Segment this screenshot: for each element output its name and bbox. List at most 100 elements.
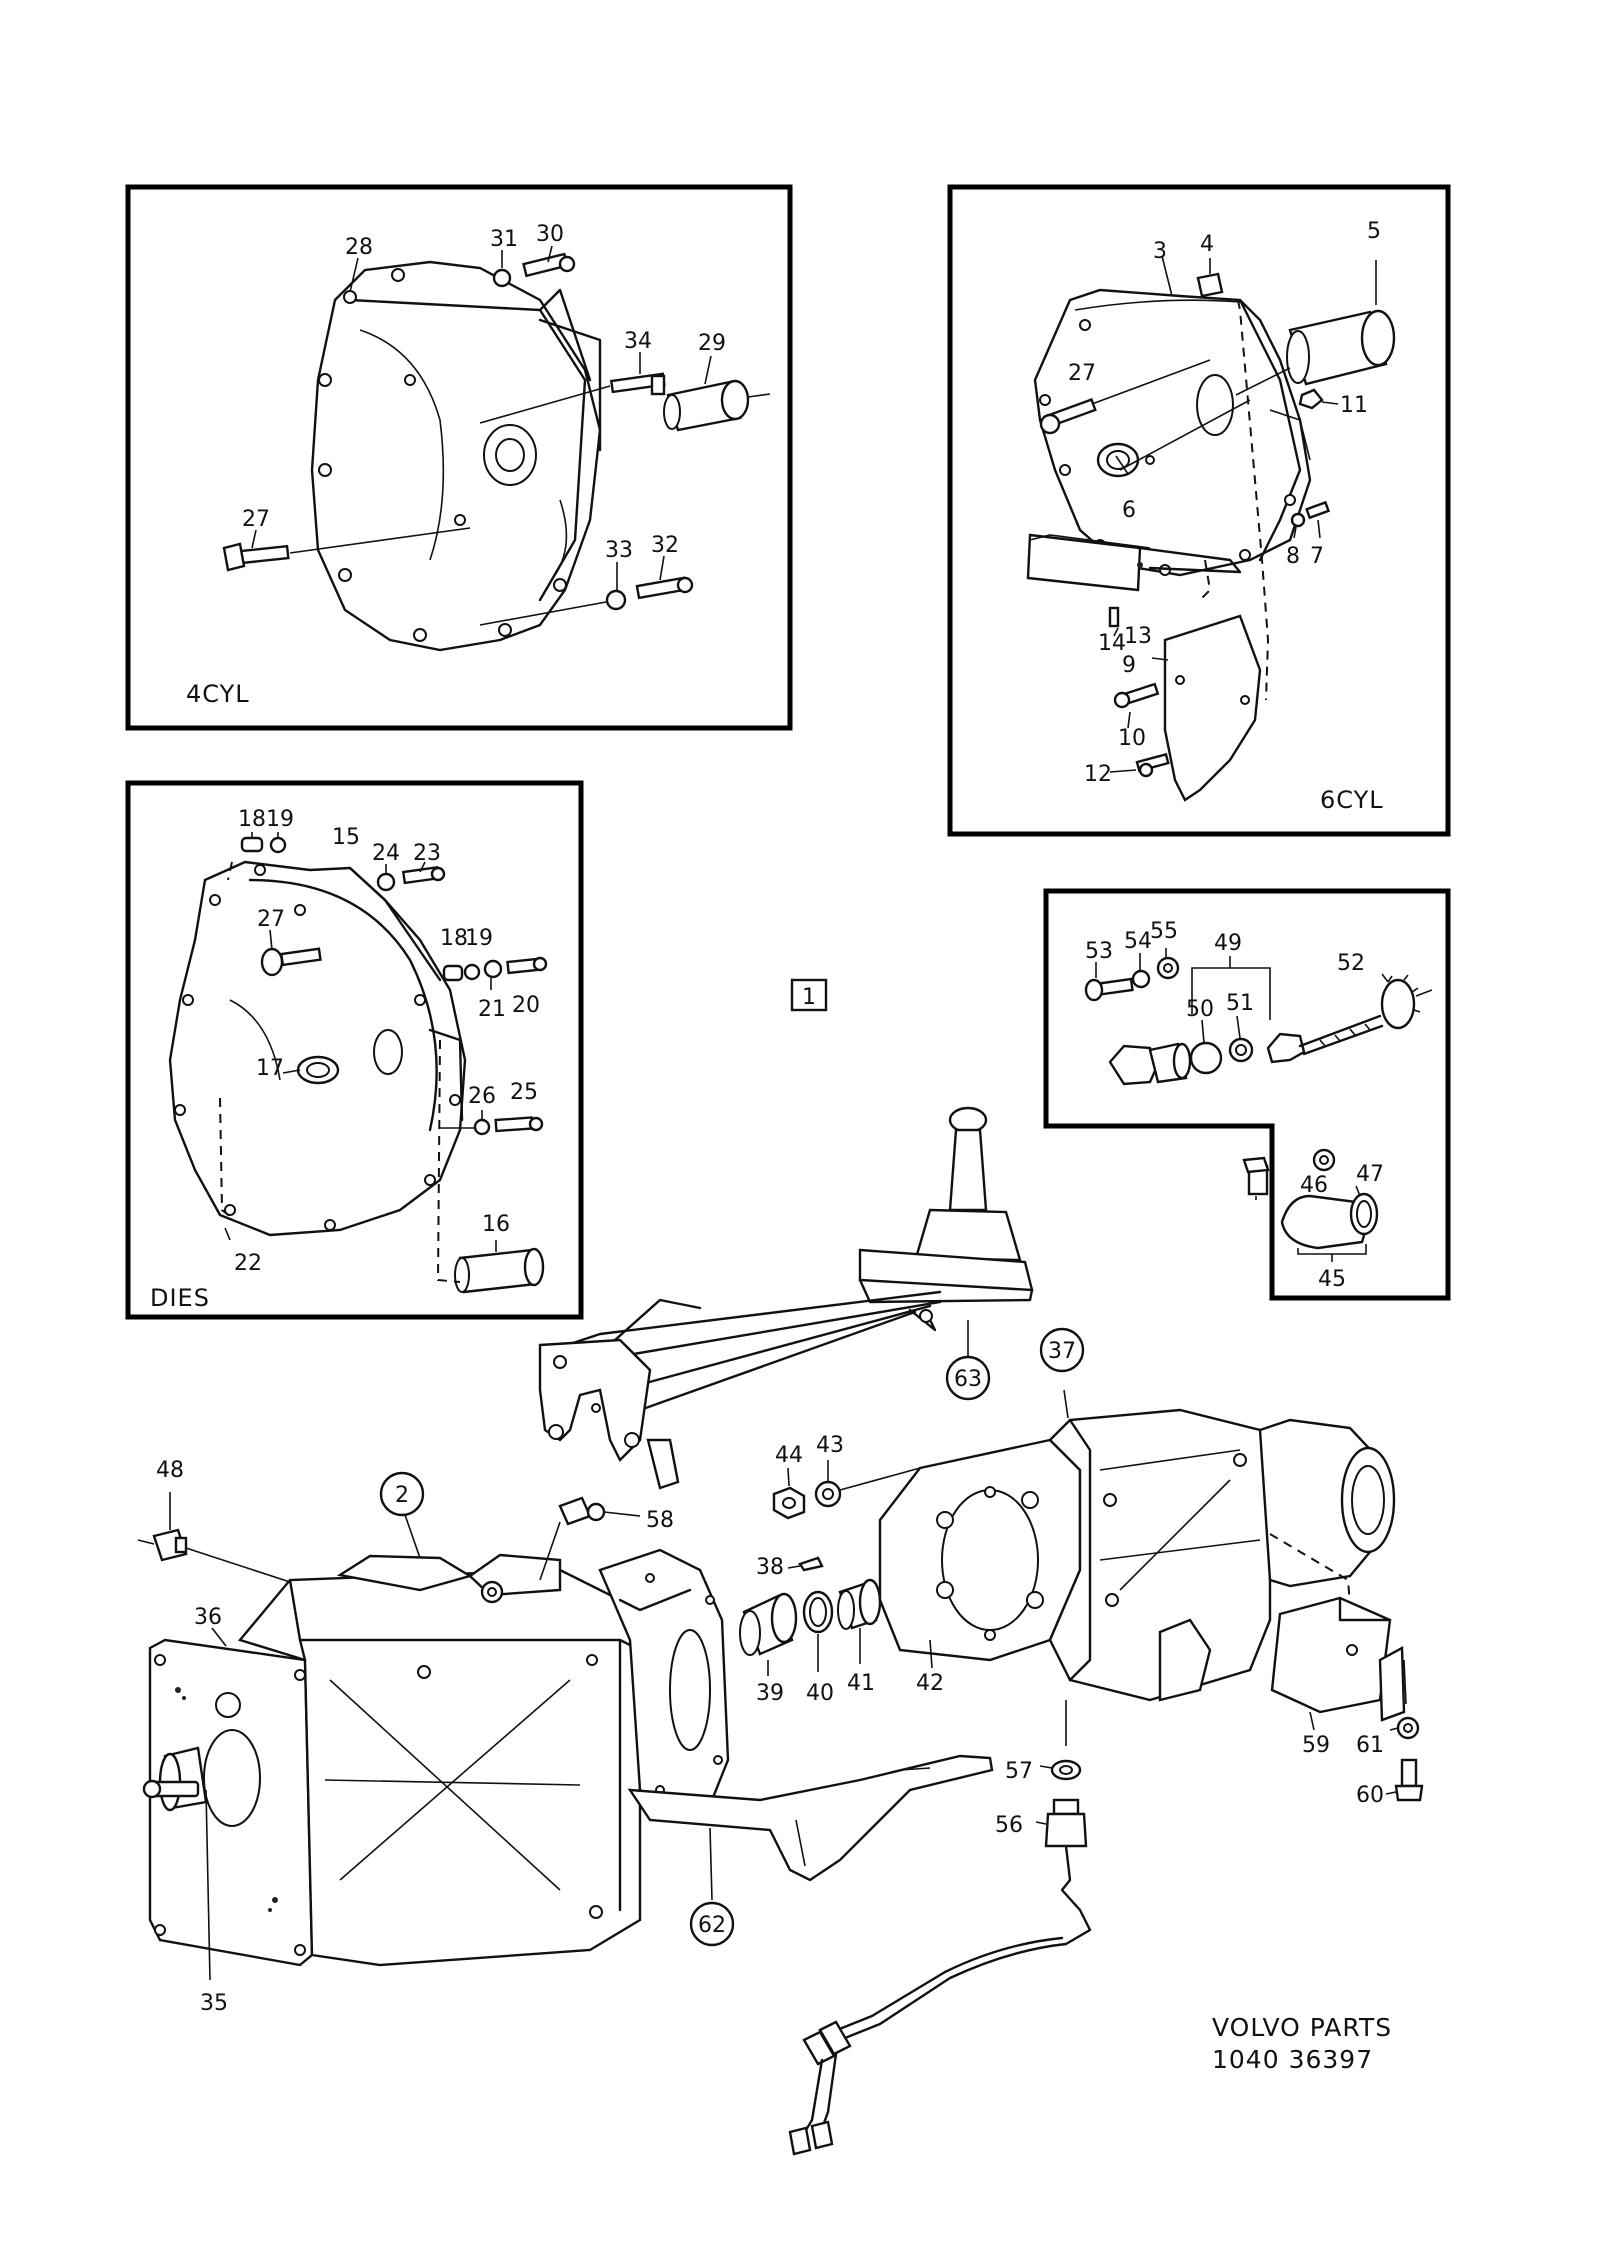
circled-callout-37-ring [1039,1327,1085,1373]
callout-36: 36 [194,1605,222,1630]
bolt-7 [1305,500,1331,520]
bolt-20 [506,956,548,975]
leader-35 [205,1789,211,1981]
bolt-32 [635,576,694,600]
sensor-48 [137,1492,291,1583]
bearing-41 [837,1578,882,1630]
leader-36 [211,1627,227,1647]
callout-27: 27 [242,507,270,532]
callout-54: 54 [1124,929,1152,954]
callout-13: 13 [1124,624,1152,649]
callout-35: 35 [200,1991,228,2016]
cover-plate-9 [1151,614,1262,802]
switch-56 [788,1798,1092,2156]
bolt-25 [494,1116,544,1133]
ring-19-mid [463,963,481,981]
panel-6cyl-frame [947,184,1451,837]
plug-4 [1196,258,1224,298]
circled-callout-2: 2 [395,1483,409,1508]
bolt-53 [1084,977,1134,1002]
callout-30: 30 [536,222,564,247]
dowel-18-top [240,836,264,853]
boxed-callout-1: 1 [790,978,828,1012]
key-38 [798,1556,824,1572]
panel-diesel: 18 19 15 24 23 27 18 19 21 20 17 26 25 1… [125,780,584,1320]
panel-speedometer: 53 54 55 49 52 50 51 46 47 45 [1043,888,1451,1301]
callout-19-mid: 19 [465,926,493,951]
bracket-59 [1270,1596,1406,1731]
screw-12 [1109,752,1170,778]
callout-41: 41 [847,1671,875,1696]
circled-callout-37: 37 [1048,1339,1076,1364]
panel-6cyl-caption: 6CYL [1320,786,1384,814]
footer-number: 1040 36397 [1212,2045,1373,2074]
overdrive-37 [878,1408,1396,1702]
footer-part-number: VOLVO PARTS 1040 36397 [1212,2013,1392,2074]
dowel-18-mid [442,964,464,982]
assembly-line-6cyl-2 [1199,559,1212,601]
callout-52: 52 [1337,951,1365,976]
callout-22: 22 [234,1251,262,1276]
switch-58 [539,1496,641,1581]
callout-10: 10 [1118,726,1146,751]
panel-4cyl-caption: 4CYL [186,680,250,708]
bolt-27-diesel [260,947,322,977]
callout-29: 29 [698,331,726,356]
footer-brand: VOLVO PARTS [1212,2013,1392,2042]
boxed-callout-1-text: 1 [802,985,816,1010]
callout-18-mid: 18 [440,926,468,951]
circled-callout-2-ring [379,1471,425,1517]
leader-2 [403,1511,421,1559]
main-assembly: 63 [137,1106,1424,2156]
bolt-30 [522,252,576,278]
callout-45: 45 [1318,1267,1346,1292]
callout-27-6cyl: 27 [1068,361,1096,386]
circled-callout-63: 63 [954,1367,982,1392]
bell-housing-6cyl [1033,288,1312,577]
assembly-line-diesel-3 [436,1039,461,1283]
callout-5: 5 [1367,219,1381,244]
assembly-line-diesel [227,861,233,881]
callout-57: 57 [1005,1759,1033,1784]
callout-3: 3 [1153,239,1167,264]
callout-49: 49 [1214,931,1242,956]
callout-56: 56 [995,1813,1023,1838]
bolt-27-6cyl [1039,359,1211,435]
callout-58: 58 [646,1508,674,1533]
callout-6: 6 [1122,498,1136,523]
callout-60: 60 [1356,1783,1384,1808]
callout-53: 53 [1085,939,1113,964]
gearbox-case-2 [142,1548,994,1967]
callout-26: 26 [468,1084,496,1109]
collar-39 [739,1592,798,1656]
bolt-60 [1394,1758,1424,1802]
callout-44: 44 [775,1443,803,1468]
callout-11: 11 [1340,393,1368,418]
callout-50: 50 [1186,997,1214,1022]
bell-housing-diesel [168,860,467,1237]
callout-20: 20 [512,993,540,1018]
circled-callout-62-ring [689,1901,735,1947]
speedometer-housing-50 [1108,1042,1192,1086]
callout-28: 28 [345,235,373,260]
callout-31: 31 [490,227,518,252]
callout-23: 23 [413,841,441,866]
washer-31 [492,268,512,288]
callout-18-top: 18 [238,807,266,832]
washer-24 [376,872,396,892]
sleeve-16 [454,1247,545,1294]
callout-8: 8 [1286,544,1300,569]
callout-40: 40 [806,1681,834,1706]
callout-21: 21 [478,997,506,1022]
sleeve-5 [1235,260,1396,396]
nut-11 [1298,388,1339,410]
callout-34: 34 [624,329,652,354]
callout-33: 33 [605,538,633,563]
callout-14: 14 [1098,631,1126,656]
bell-housing-4cyl [310,260,602,652]
bolt-14 [1108,606,1120,628]
bolt-27-4cyl [222,527,471,572]
callout-16: 16 [482,1212,510,1237]
callout-4: 4 [1200,232,1214,257]
